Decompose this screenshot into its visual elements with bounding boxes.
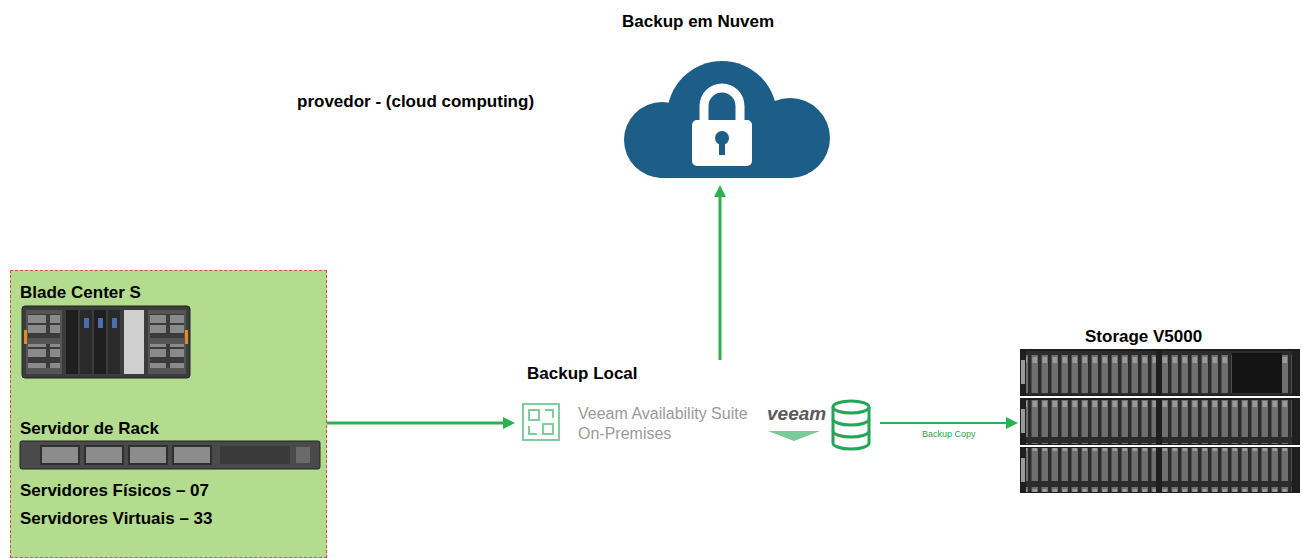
count-label: Servidores Virtuais – 33 (20, 509, 212, 529)
product-name-holder: Veeam Availability Suite On-Premises (578, 404, 768, 444)
flow-arrow (327, 417, 515, 429)
edge-label: Backup Copy (920, 429, 978, 440)
server-group-box: Blade Center S Servidor de RackServidores… (10, 270, 327, 558)
connector-line (719, 195, 722, 360)
vendor-logo-text: veeam (767, 404, 826, 424)
cloud-backup-node: Backup em Nuvem (600, 8, 845, 185)
veeam-app-icon (523, 404, 559, 440)
count-label: Servidores Físicos – 07 (20, 481, 209, 501)
device-label: Servidor de Rack (20, 419, 159, 439)
node-heading-holder: Backup Local (527, 364, 638, 384)
storage-array-image (1020, 349, 1300, 493)
node-heading: Storage V5000 (1085, 327, 1202, 347)
provider-label: provedor - (cloud computing) (297, 92, 534, 112)
local-backup-node: Backup LocalVeeam Availability Suite On-… (515, 360, 880, 455)
provider-label-holder: provedor - (cloud computing) (297, 92, 534, 112)
storage-node: Storage V5000 (1018, 324, 1303, 496)
connector-line (327, 422, 505, 425)
product-name: Veeam Availability Suite On-Premises (578, 404, 768, 444)
vendor-logo-text-holder: veeam (767, 404, 826, 424)
flow-arrow (714, 185, 726, 360)
arrow-head (1006, 417, 1018, 429)
node-heading-holder: Backup em Nuvem (622, 12, 774, 32)
arrow-head (503, 417, 515, 429)
device-label: Blade Center S (20, 283, 141, 303)
connector-line (880, 422, 1008, 424)
count-label-holder: Servidores Virtuais – 33 (20, 509, 212, 529)
node-heading-holder: Storage V5000 (1085, 327, 1202, 347)
flow-arrow (880, 417, 1018, 429)
cloud-lock-icon (624, 61, 830, 178)
veeam-db-icon (768, 401, 869, 449)
node-heading: Backup Local (527, 364, 638, 384)
device-label-holder: Servidor de Rack (20, 419, 159, 439)
device-label-holder: Blade Center S (20, 283, 141, 303)
group-fill (10, 270, 327, 558)
count-label-holder: Servidores Físicos – 07 (20, 481, 209, 501)
node-heading: Backup em Nuvem (622, 12, 774, 32)
arrow-head (714, 185, 726, 197)
rack-server-image (20, 441, 320, 469)
blade-center-image (22, 306, 190, 378)
